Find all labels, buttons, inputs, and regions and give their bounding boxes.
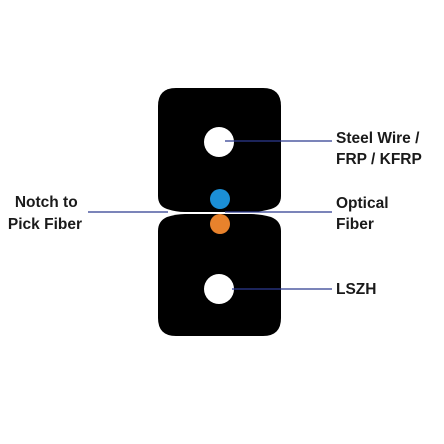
lower-strength-member xyxy=(204,274,234,304)
notch-label-line1: Notch to xyxy=(15,194,78,211)
steel-wire-label-line2: FRP / KFRP xyxy=(336,151,422,168)
optical-fiber-blue xyxy=(210,189,230,209)
optical-fiber-label-line2: Fiber xyxy=(336,216,374,233)
steel-wire-label: Steel Wire / FRP / KFRP xyxy=(336,130,424,168)
optical-fiber-orange xyxy=(210,214,230,234)
optical-fiber-label-line1: Optical xyxy=(336,195,389,212)
upper-strength-member xyxy=(204,127,234,157)
leader-lines xyxy=(88,140,332,290)
optical-fiber-label: Optical Fiber xyxy=(336,195,393,233)
diagram-labels: Steel Wire / FRP / KFRP Optical Fiber LS… xyxy=(8,130,424,298)
steel-wire-label-line1: Steel Wire / xyxy=(336,130,420,147)
notch-label: Notch to Pick Fiber xyxy=(8,194,82,233)
notch-label-line2: Pick Fiber xyxy=(8,216,82,233)
lszh-label: LSZH xyxy=(336,281,376,298)
